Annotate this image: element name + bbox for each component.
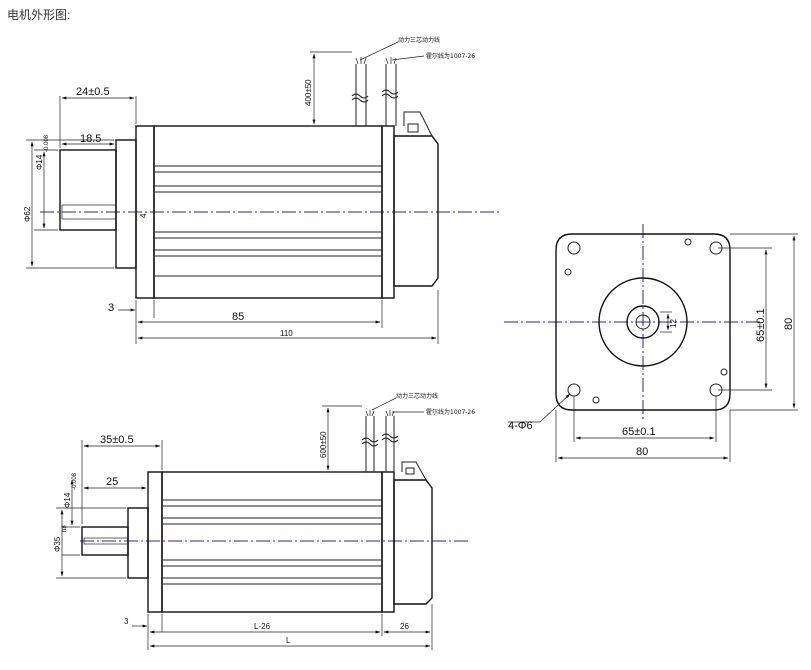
- power-cable-top: [355, 64, 367, 126]
- power-cable-bottom: [365, 416, 375, 472]
- shaft-tol-dim-bottom: -0.008: [72, 472, 78, 490]
- pilot-dia-dim-top: Φ62: [23, 206, 32, 222]
- hall-cable-note-bottom: 霍尔线为1007-26: [426, 408, 475, 416]
- shaft-len-dim-bottom: 25: [106, 476, 118, 488]
- flange-thk-dim-bottom: 3: [124, 617, 129, 626]
- cable-length-top: 400±50: [304, 79, 313, 106]
- pilot-bottom: [127, 507, 149, 579]
- total-len-dim-top: 110: [280, 329, 293, 338]
- size-v-dim: 80: [783, 318, 795, 330]
- end-cap-bottom: [393, 479, 433, 605]
- hall-cable-bottom: [385, 416, 395, 472]
- shaft-top: [59, 149, 117, 231]
- pilot-front: [598, 277, 688, 367]
- page-title: 电机外形图:: [7, 8, 71, 22]
- power-cable-note-bottom: 动力三芯动力线: [396, 392, 438, 400]
- flange-bottom: [147, 471, 163, 613]
- rear-len-dim-bottom: 26: [400, 622, 409, 631]
- size-h-dim: 80: [636, 446, 648, 458]
- cable-gland-bottom: [401, 461, 427, 481]
- total-len-dim-bottom: L: [286, 636, 291, 645]
- keyway-dim-front: 12: [669, 319, 678, 328]
- side-view-bottom: 动力三芯动力线 霍尔线为1007-26 600±50 35±0.5 25 Φ14…: [53, 392, 475, 650]
- cable-length-bottom: 600±50: [319, 431, 328, 458]
- front-view: 12 65±0.1 80 65±0.1 80 4-Φ6: [504, 224, 798, 462]
- cable-gland-top: [403, 111, 433, 137]
- hole-spacing-v-dim: 65±0.1: [755, 308, 767, 342]
- flange-front: [555, 233, 731, 411]
- shaft-len-dim-top: 18.5: [80, 133, 101, 145]
- shaft-step-dim-top: 24±0.5: [76, 86, 110, 98]
- hall-cable-note-top: 霍尔线为1007-26: [426, 52, 475, 60]
- side-view-top: 动力三芯动力线 霍尔线为1007-26 400±50 24±0.5 18.5 Φ…: [23, 36, 500, 344]
- key-width-dim-top: 4: [139, 213, 148, 218]
- pilot-tol-dim-bottom: h8: [62, 525, 68, 532]
- shaft-dia-dim-bottom: Φ14: [63, 492, 72, 508]
- shaft-tol-dim-top: -0.008: [44, 134, 50, 152]
- hole-spacing-h-dim: 65±0.1: [622, 426, 656, 438]
- body-bottom: [161, 471, 383, 613]
- mount-hole-tl: [567, 241, 581, 255]
- flange-thk-dim-top: 3: [108, 302, 114, 314]
- shaft-front: [626, 305, 660, 339]
- shaft-step-dim-bottom: 35±0.5: [100, 434, 134, 446]
- shaft-dia-dim-top: Φ14: [35, 154, 44, 170]
- body-len-dim-bottom: L-26: [254, 622, 271, 631]
- end-cap-top: [393, 135, 439, 287]
- holes-dim: 4-Φ6: [508, 420, 533, 432]
- power-cable-note-top: 动力三芯动力线: [398, 36, 440, 44]
- pilot-top: [115, 139, 137, 269]
- hall-cable-top: [385, 64, 397, 126]
- body-len-dim-top: 85: [232, 311, 244, 323]
- rear-flange-bottom: [381, 471, 395, 613]
- pilot-dia-dim-bottom: Φ35: [53, 536, 62, 552]
